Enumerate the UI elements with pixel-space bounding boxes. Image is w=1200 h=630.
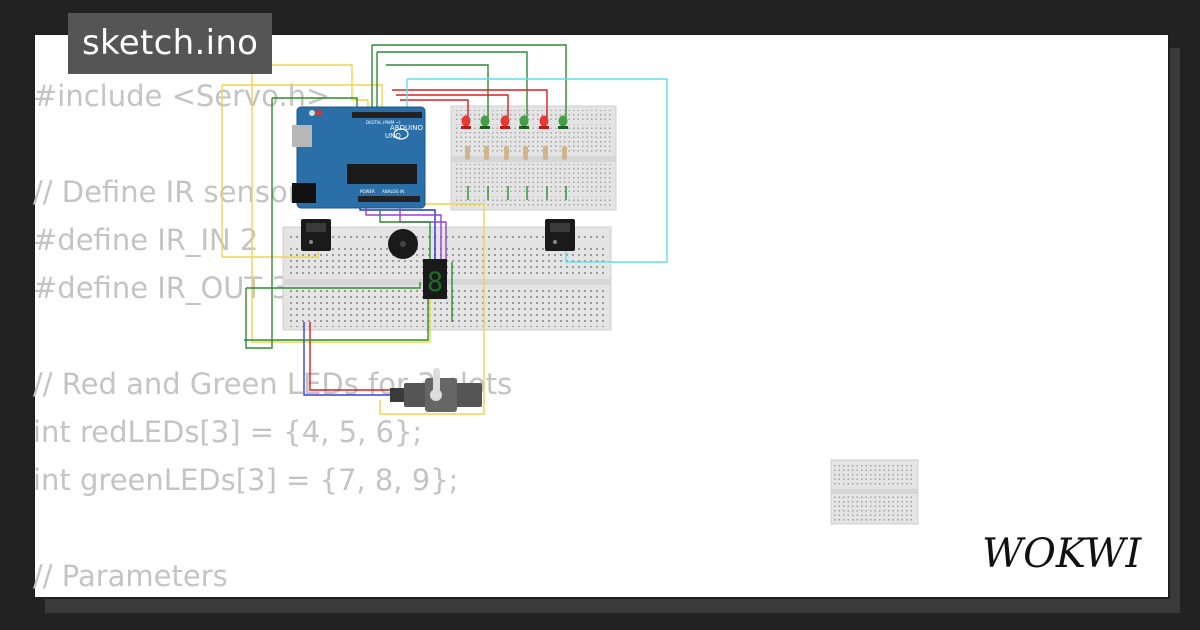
- resistor[interactable]: [562, 146, 567, 160]
- power-label: POWER: [360, 189, 375, 194]
- resistor[interactable]: [484, 146, 489, 160]
- led-green-3[interactable]: [558, 115, 568, 130]
- analog-label: ANALOG IN: [382, 189, 404, 194]
- arduino-brand: ARDUINO: [390, 124, 423, 132]
- usb-port: [292, 125, 312, 147]
- power-jack: [292, 183, 316, 203]
- seven-segment-display[interactable]: 8: [423, 259, 447, 299]
- led-green-2[interactable]: [519, 115, 529, 130]
- code-line: #define IR_IN 2: [33, 223, 259, 257]
- led-row: [461, 115, 568, 130]
- code-line: int greenLEDs[3] = {7, 8, 9};: [33, 463, 459, 497]
- resistor[interactable]: [523, 146, 528, 160]
- code-line: // Red and Green LEDs for 3 slots: [33, 367, 513, 401]
- seven-segment-digit: 8: [427, 267, 443, 298]
- ir-sensor-in[interactable]: [301, 219, 331, 251]
- led-green-1[interactable]: [480, 115, 490, 130]
- resistor[interactable]: [543, 146, 548, 160]
- led-red-1[interactable]: [461, 115, 471, 130]
- code-line: // Parameters: [33, 559, 228, 593]
- digital-label: DIGITAL (PWM ~): [366, 120, 401, 125]
- resistor[interactable]: [465, 146, 470, 160]
- wires: [221, 44, 668, 415]
- buzzer[interactable]: [388, 229, 418, 259]
- led-red-3[interactable]: [539, 115, 549, 130]
- breadboard-small[interactable]: [830, 459, 919, 525]
- arduino-model: UNO: [385, 132, 401, 140]
- wokwi-logo-text: WOKWI: [982, 531, 1142, 577]
- ir-sensor-out[interactable]: [545, 219, 575, 251]
- led-red-2[interactable]: [500, 115, 510, 130]
- resistor-row: [465, 146, 567, 160]
- breadboard-led[interactable]: [450, 105, 617, 211]
- wokwi-logo: WOKWI: [982, 531, 1142, 577]
- file-tab[interactable]: sketch.ino: [68, 13, 273, 74]
- microcontroller-chip: [347, 164, 417, 184]
- resistor[interactable]: [504, 146, 509, 160]
- code-line: int redLEDs[3] = {4, 5, 6};: [33, 415, 423, 449]
- servo-motor[interactable]: [390, 368, 482, 412]
- arduino-uno-board[interactable]: ARDUINO UNO DIGITAL (PWM ~) ANALOG IN PO…: [292, 106, 426, 209]
